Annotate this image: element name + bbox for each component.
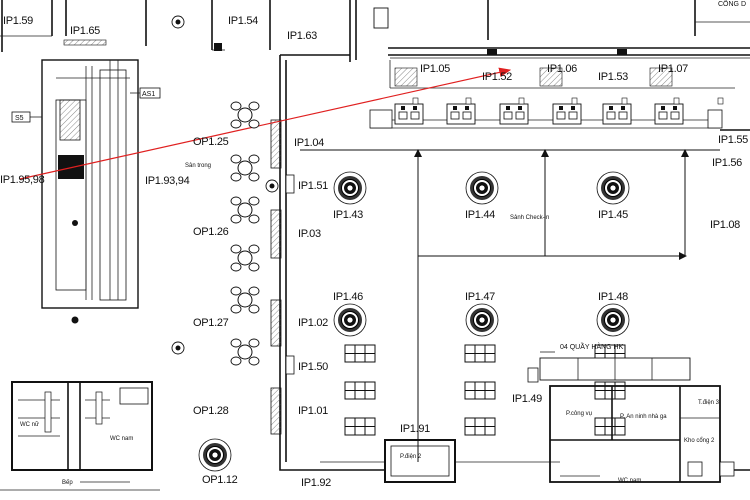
- label-ip153: IP1.53: [598, 71, 628, 83]
- label-ip191: IP1.91: [400, 423, 430, 435]
- wall-columns: [270, 119, 295, 435]
- airline-counters: [527, 351, 691, 383]
- outdoor-tables: [171, 15, 279, 366]
- label-sanh-checkin: Sảnh Check-in: [510, 215, 549, 221]
- label-p-cong-vu: P.công vụ: [566, 411, 592, 417]
- label-ip108: IP1.08: [710, 219, 740, 231]
- label-ip106: IP1.06: [547, 63, 577, 75]
- labels: IP1.59 IP1.65 IP1.54 IP1.63 CỔNG D IP1.0…: [0, 0, 748, 489]
- label-ip154: IP1.54: [228, 15, 258, 27]
- label-op126: OP1.26: [193, 226, 229, 238]
- label-ip147: IP1.47: [465, 291, 495, 303]
- label-p-an-ninh: P. An ninh nhà ga: [620, 414, 667, 420]
- label-op128: OP1.28: [193, 405, 229, 417]
- label-ip156: IP1.56: [712, 157, 742, 169]
- label-ip103: IP.03: [298, 228, 321, 240]
- label-ip148: IP1.48: [598, 291, 628, 303]
- label-wc-nam-right: WC nam: [618, 478, 641, 484]
- label-ip105: IP1.05: [420, 63, 450, 75]
- label-ip163: IP1.63: [287, 30, 317, 42]
- label-ip146: IP1.46: [333, 291, 363, 303]
- label-wc-nam-left: WC nam: [110, 436, 133, 442]
- label-op112: OP1.12: [202, 474, 238, 486]
- wc-block: [0, 381, 160, 491]
- label-ip159: IP1.59: [3, 15, 33, 27]
- label-op127: OP1.27: [193, 317, 229, 329]
- service-rooms: [549, 385, 735, 483]
- label-ip155: IP1.55: [718, 134, 748, 146]
- label-quay-hang: 04 QUẦY HÀNG HK: [560, 341, 624, 351]
- label-ip152: IP1.52: [482, 71, 512, 83]
- label-top-right: CỔNG D: [718, 0, 746, 8]
- label-ip19598: IP1.95,98: [0, 174, 45, 186]
- label-ip102: IP1.02: [298, 317, 328, 329]
- label-as1: AS1: [142, 91, 155, 98]
- label-ip144: IP1.44: [465, 209, 495, 221]
- label-ip150: IP1.50: [298, 361, 328, 373]
- label-ip104: IP1.04: [294, 137, 324, 149]
- label-ip165: IP1.65: [70, 25, 100, 37]
- stair-core: [11, 59, 161, 324]
- top-left-rooms: [0, 0, 271, 52]
- label-t-dien3: T.điện 3: [698, 400, 720, 406]
- label-kho-cong2: Kho cổng 2: [684, 437, 715, 444]
- label-ip151: IP1.51: [298, 180, 328, 192]
- label-ip143: IP1.43: [333, 209, 363, 221]
- label-ip107: IP1.07: [658, 63, 688, 75]
- label-op125: OP1.25: [193, 136, 229, 148]
- label-wc-nu: WC nữ: [20, 422, 39, 428]
- label-ip101: IP1.01: [298, 405, 328, 417]
- flow-arrows: [19, 67, 720, 462]
- label-p-dien2: P.điện 2: [400, 454, 422, 460]
- label-san-trong: Sân trong: [185, 163, 211, 169]
- checkin-counters: [369, 49, 724, 129]
- label-ip149: IP1.49: [512, 393, 542, 405]
- label-bep: Bếp: [62, 480, 73, 486]
- label-s5: S5: [15, 115, 24, 122]
- label-ip192: IP1.92: [301, 477, 331, 489]
- label-ip19394: IP1.93,94: [145, 175, 190, 187]
- label-ip145: IP1.45: [598, 209, 628, 221]
